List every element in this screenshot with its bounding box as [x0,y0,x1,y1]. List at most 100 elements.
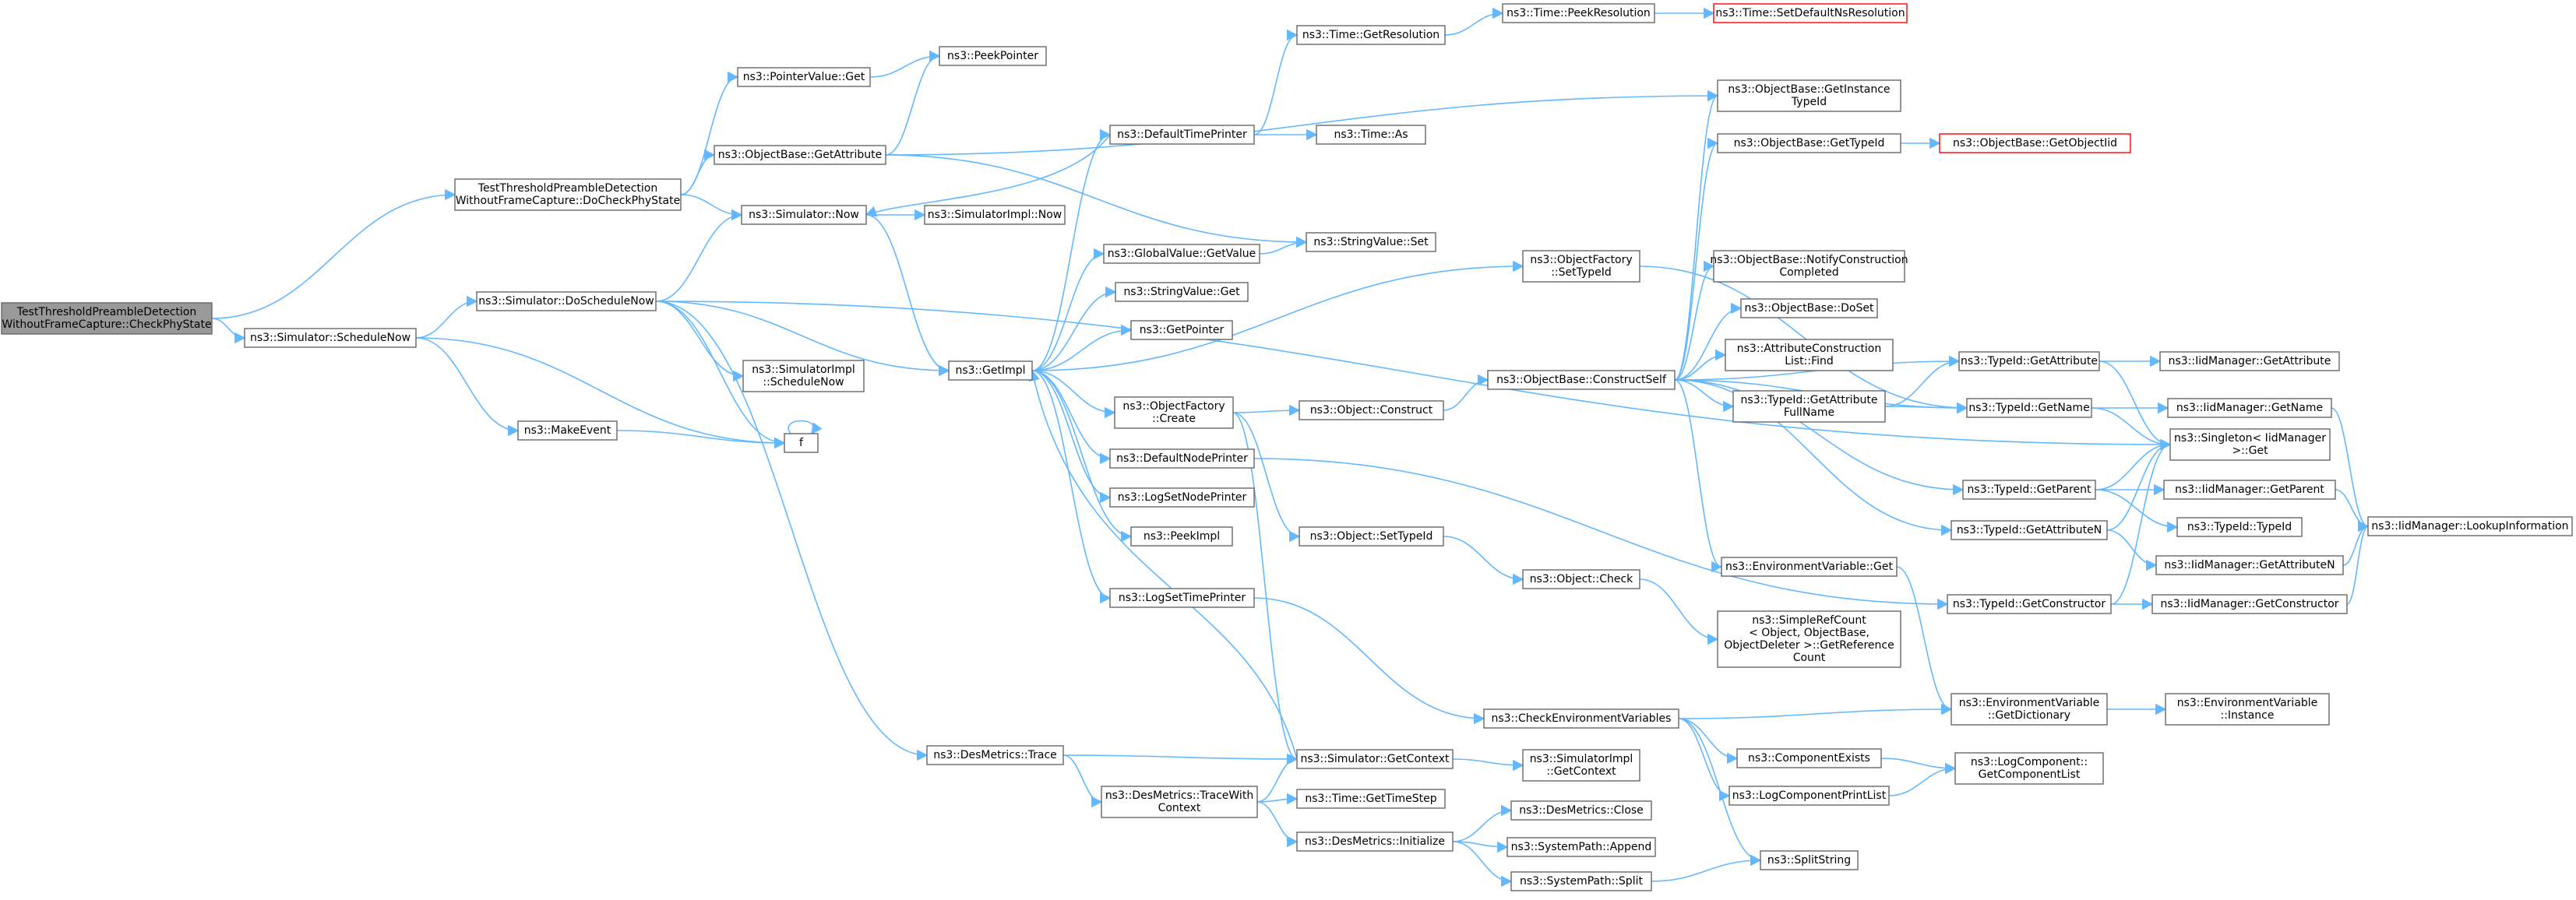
node-desmetricsclose[interactable]: ns3::DesMetrics::Close [1510,800,1652,821]
node-label: ns3::TypeId::TypeId [2187,521,2292,533]
node-label: ns3::ObjectBase::GetAttribute [718,149,882,161]
node-obgettypeid[interactable]: ns3::ObjectBase::GetTypeId [1717,133,1901,153]
node-logcompgetlist[interactable]: ns3::LogComponent::GetComponentList [1954,752,2104,785]
node-box [1725,339,1894,371]
node-makeevent[interactable]: ns3::MakeEvent [517,420,618,441]
node-timegettimestep[interactable]: ns3::Time::GetTimeStep [1296,789,1446,809]
node-f[interactable]: f [784,433,819,453]
edge-simgetcontext-to-simimplgetcontext [1452,758,1524,772]
node-stringvalueset[interactable]: ns3::StringValue::Set [1306,232,1436,252]
node-typeidgetattributen[interactable]: ns3::TypeId::GetAttributeN [1951,520,2108,540]
node-iidmgetattribute[interactable]: ns3::IidManager::GetAttribute [2159,351,2340,371]
node-getpointer[interactable]: ns3::GetPointer [1130,320,1233,340]
node-logsettimeprinter[interactable]: ns3::LogSetTimePrinter [1109,588,1255,608]
node-typeidtypeid[interactable]: ns3::TypeId::TypeId [2176,517,2303,537]
edge-doschedulenow-to-f [655,301,786,449]
node-root[interactable]: TestThresholdPreambleDetectionWithoutFra… [1,302,213,335]
node-objectcheck[interactable]: ns3::Object::Check [1522,569,1640,589]
node-box [1109,125,1255,145]
node-typeidgetname[interactable]: ns3::TypeId::GetName [1966,398,2092,418]
node-label: ns3::Object::SetTypeId [1310,530,1433,543]
node-defaultnodeprinter[interactable]: ns3::DefaultNodePrinter [1109,448,1255,469]
node-label: ns3::IidManager::GetConstructor [2160,598,2338,610]
node-timegetresolution[interactable]: ns3::Time::GetResolution [1296,25,1446,45]
node-box [244,328,417,348]
node-label: Count [1793,652,1826,664]
node-schedulenow[interactable]: ns3::Simulator::ScheduleNow [244,328,417,348]
node-objfactorysettypeid[interactable]: ns3::ObjectFactory::SetTypeId [1522,250,1640,283]
node-iidmgetname[interactable]: ns3::IidManager::GetName [2167,398,2332,418]
node-stringvalueget[interactable]: ns3::StringValue::Get [1115,282,1249,302]
node-simimplschednow[interactable]: ns3::SimulatorImpl::ScheduleNow [742,360,865,392]
node-iidmgetconstructor[interactable]: ns3::IidManager::GetConstructor [2151,594,2348,614]
edge-simnow-to-getimpl [865,214,950,377]
node-box [2165,693,2330,726]
edge-getattribute_ob-to-stringvalueset [885,154,1308,248]
node-typeidgetparent[interactable]: ns3::TypeId::GetParent [1962,480,2096,500]
node-label: ns3::LogSetTimePrinter [1119,592,1246,604]
node-getattribute_ob[interactable]: ns3::ObjectBase::GetAttribute [714,145,886,165]
node-desmetricsinit[interactable]: ns3::DesMetrics::Initialize [1296,831,1454,852]
node-envvarinstance[interactable]: ns3::EnvironmentVariable::Instance [2165,693,2330,726]
node-logcomponentprintlist[interactable]: ns3::LogComponentPrintList [1728,786,1890,806]
node-timeas[interactable]: ns3::Time::As [1316,125,1426,145]
node-pointervalueget[interactable]: ns3::PointerValue::Get [737,67,871,87]
node-desmetricstrace[interactable]: ns3::DesMetrics::Trace [926,745,1064,765]
node-label: ns3::Time::SetDefaultNsResolution [1715,7,1905,19]
node-getimpl[interactable]: ns3::GetImpl [948,360,1033,381]
node-syspathappend[interactable]: ns3::SystemPath::Append [1506,837,1656,857]
node-envvarget[interactable]: ns3::EnvironmentVariable::Get [1721,557,1898,577]
node-componentexists[interactable]: ns3::ComponentExists [1736,748,1882,768]
node-label: ns3::LogComponentPrintList [1732,789,1887,802]
node-box [1130,320,1233,340]
node-iidmgetparent[interactable]: ns3::IidManager::GetParent [2163,480,2336,500]
node-singletonget[interactable]: ns3::Singleton< IidManager >::Get [2169,428,2331,461]
node-simgetcontext[interactable]: ns3::Simulator::GetContext [1296,749,1454,769]
node-label: ns3::SimulatorImpl [1530,753,1633,765]
node-globalvaluegetvalue[interactable]: ns3::GlobalValue::GetValue [1103,244,1260,264]
node-notifyconstruction[interactable]: ns3::ObjectBase::NotifyConstructionCompl… [1710,250,1908,283]
node-docheck[interactable]: TestThresholdPreambleDetectionWithoutFra… [454,178,682,211]
node-objectconstruct[interactable]: ns3::Object::Construct [1299,400,1444,420]
node-iidmgetattributen[interactable]: ns3::IidManager::GetAttributeN [2155,555,2344,575]
node-objectsettypeid[interactable]: ns3::Object::SetTypeId [1299,526,1444,547]
node-typeidgetattribute[interactable]: ns3::TypeId::GetAttribute [1958,351,2100,371]
node-simimplnow[interactable]: ns3::SimulatorImpl::Now [924,205,1066,225]
node-obgetobjectiid[interactable]: ns3::ObjectBase::GetObjectIid [1939,133,2131,153]
node-simplerefcount[interactable]: ns3::SimpleRefCount< Object, ObjectBase,… [1717,610,1901,668]
node-checkenvvars[interactable]: ns3::CheckEnvironmentVariables [1483,708,1679,729]
edge-iidmgetname-to-iidmlookupinfo [2331,407,2370,533]
node-objfactorycreate[interactable]: ns3::ObjectFactory::Create [1114,396,1234,429]
node-peekpointer[interactable]: ns3::PeekPointer [939,46,1047,66]
edge-docheck-to-getattribute_ob [680,149,716,195]
node-syspathsplit[interactable]: ns3::SystemPath::Split [1510,871,1652,891]
node-envvargetdict[interactable]: ns3::EnvironmentVariable::GetDictionary [1951,693,2108,726]
node-constructself[interactable]: ns3::ObjectBase::ConstructSelf [1487,370,1676,390]
node-box [2151,594,2348,614]
node-label: ns3::ObjectBase::ConstructSelf [1496,374,1667,386]
edges-layer [211,7,2370,888]
node-splitstring[interactable]: ns3::SplitString [1760,850,1859,870]
node-defaulttimeprinter[interactable]: ns3::DefaultTimePrinter [1109,125,1255,145]
node-peekimpl[interactable]: ns3::PeekImpl [1130,526,1233,547]
node-simimplgetcontext[interactable]: ns3::SimulatorImpl::GetContext [1522,749,1640,782]
edge-typeidgetconstructor-to-singletonget [2110,438,2172,605]
node-logsetnodeprinter[interactable]: ns3::LogSetNodePrinter [1109,487,1255,508]
node-label: ns3::Singleton< IidManager [2174,432,2326,445]
node-iidmlookupinfo[interactable]: ns3::IidManager::LookupInformation [2367,516,2573,536]
node-typeidgetconstructor[interactable]: ns3::TypeId::GetConstructor [1947,594,2112,614]
node-label: ns3::ObjectFactory [1530,254,1632,266]
node-dosetob[interactable]: ns3::ObjectBase::DoSet [1740,298,1878,318]
node-label: ns3::TypeId::GetParent [1968,483,2091,496]
node-box [926,745,1064,765]
node-box [924,205,1066,225]
node-simnow[interactable]: ns3::Simulator::Now [741,205,867,225]
node-label: TestThresholdPreambleDetection [477,182,657,195]
node-timepeekres[interactable]: ns3::Time::PeekResolution [1502,3,1655,23]
node-timesetdefault[interactable]: ns3::Time::SetDefaultNsResolution [1713,3,1908,23]
node-doschedulenow[interactable]: ns3::Simulator::DoScheduleNow [476,291,657,311]
